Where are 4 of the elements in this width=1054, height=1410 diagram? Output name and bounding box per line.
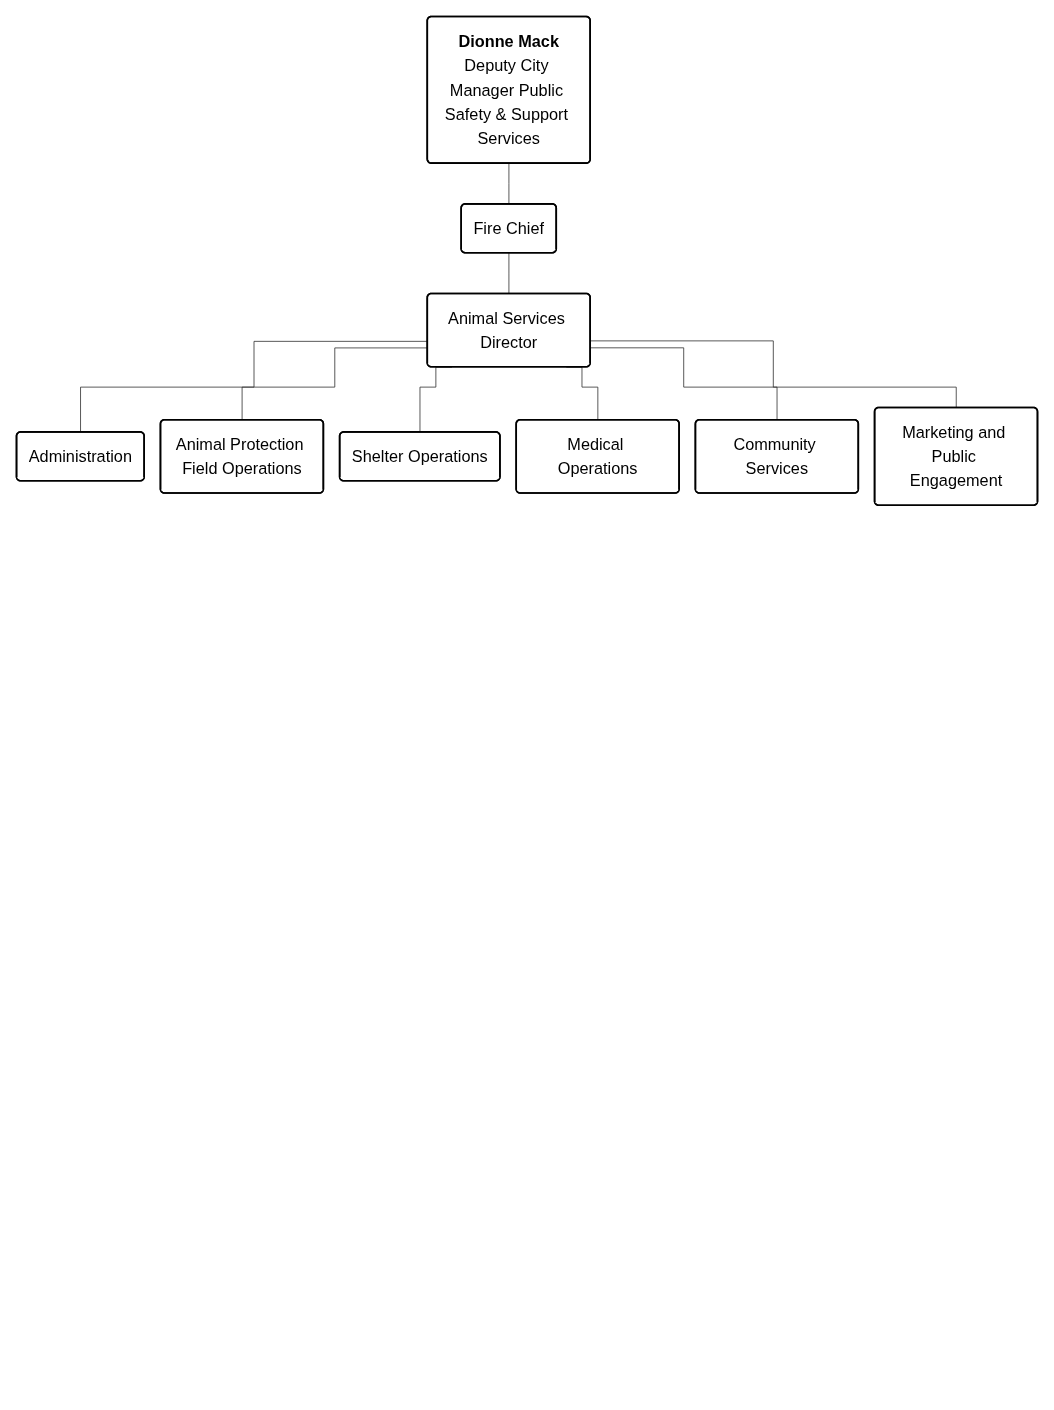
connector [590, 340, 957, 409]
connector [508, 252, 510, 295]
connector [508, 163, 510, 205]
connector [590, 347, 778, 421]
